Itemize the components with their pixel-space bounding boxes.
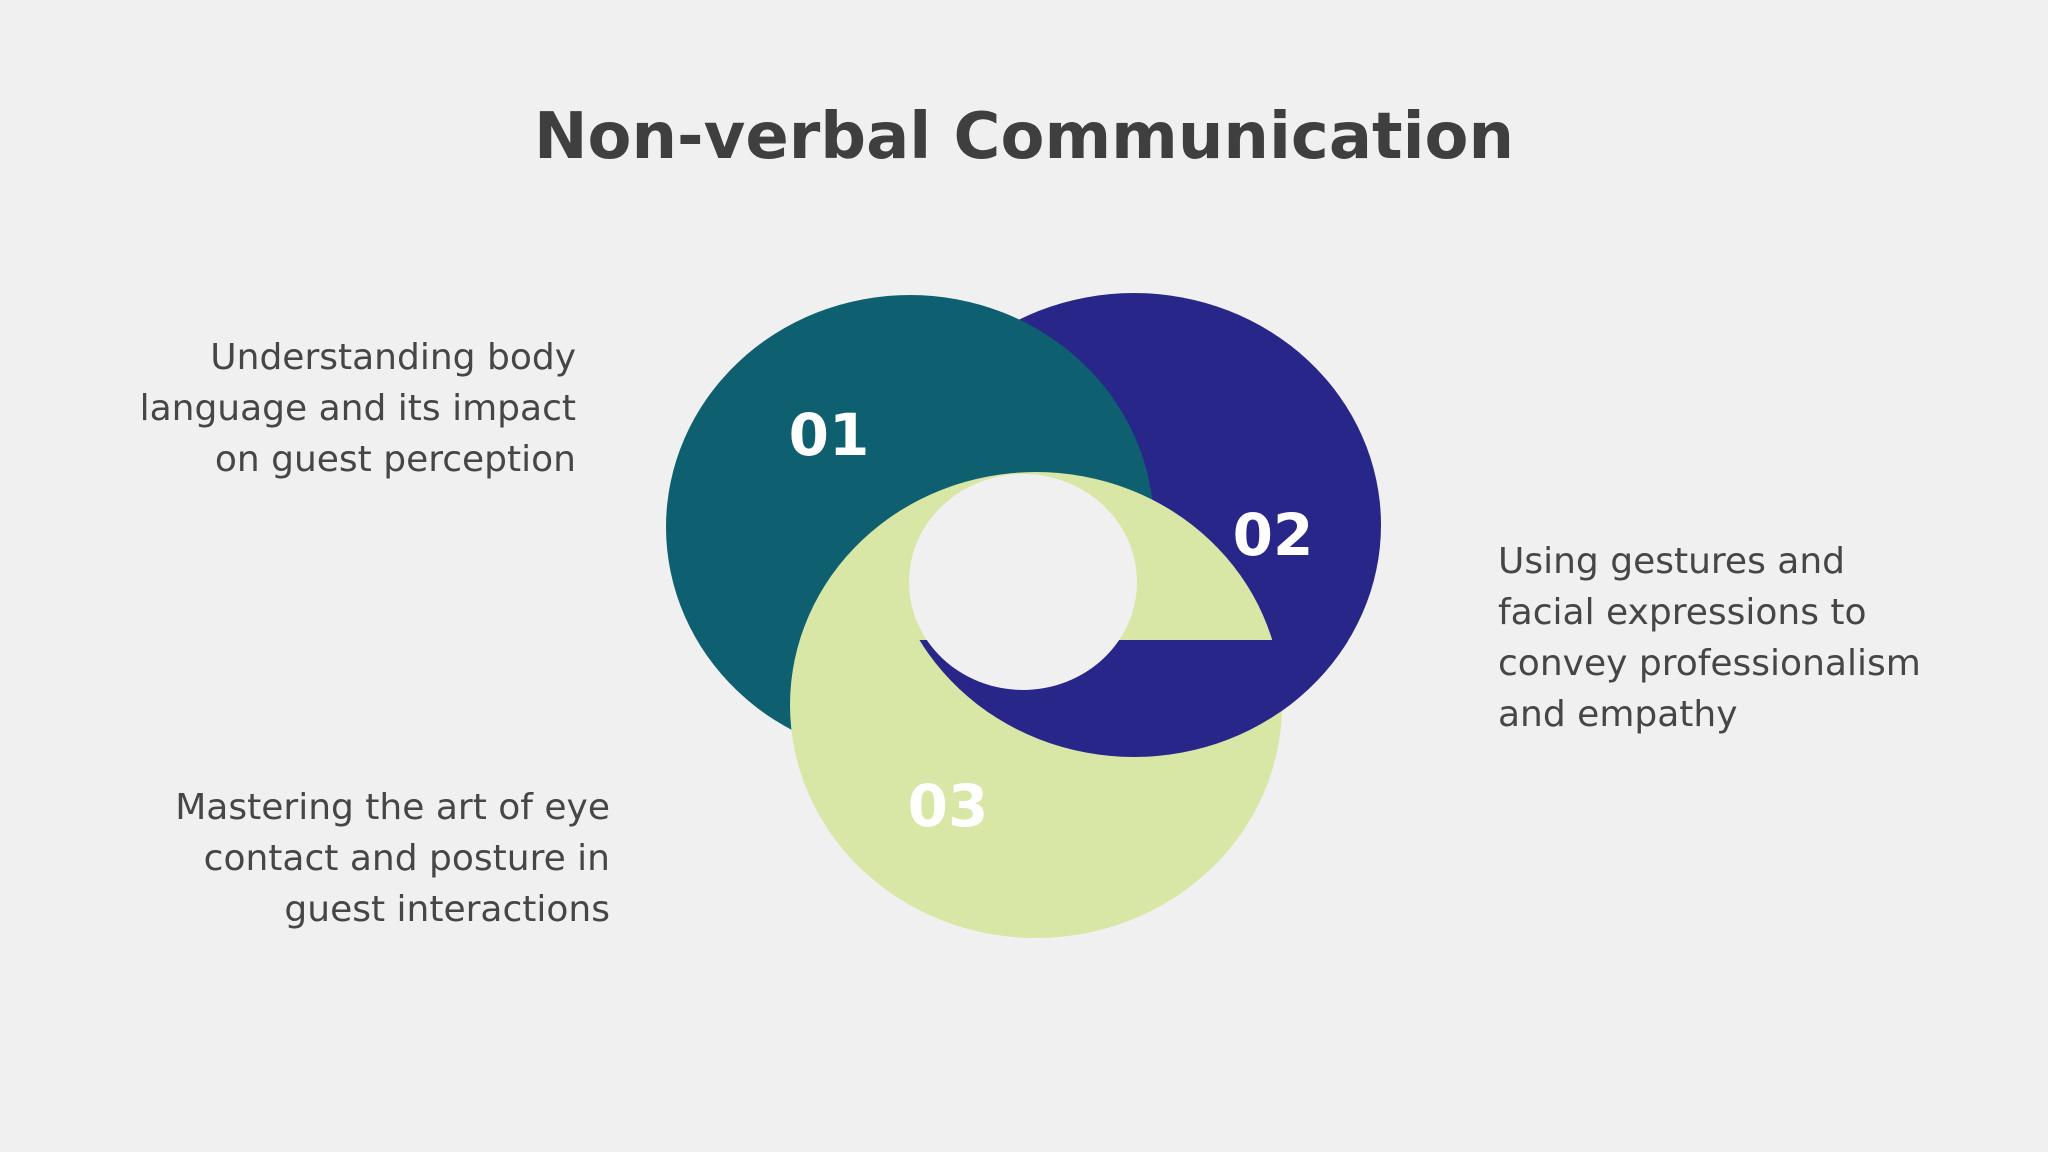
segment-02-front-shape	[919, 640, 1349, 757]
description-01-line: language and its impact	[139, 388, 576, 429]
page-title: Non-verbal Communication	[533, 100, 1515, 174]
segment-02-number: 02	[1233, 501, 1314, 569]
description-02-line: facial expressions to	[1498, 592, 1867, 633]
description-02-line: and empathy	[1498, 694, 1738, 735]
segment-01-number: 01	[789, 401, 870, 469]
description-03: Mastering the art of eye contact and pos…	[175, 782, 610, 935]
description-03-line: guest interactions	[284, 889, 610, 930]
description-03-line: Mastering the art of eye	[175, 787, 610, 828]
segment-03-number: 03	[908, 772, 989, 840]
description-03-line: contact and posture in	[203, 838, 610, 879]
description-02: Using gestures and facial expressions to…	[1498, 536, 1921, 740]
description-01-line: on guest perception	[214, 439, 576, 480]
description-01: Understanding body language and its impa…	[140, 332, 576, 485]
description-02-line: convey professionalism	[1498, 643, 1921, 684]
description-02-line: Using gestures and	[1498, 541, 1845, 582]
description-01-line: Understanding body	[210, 337, 576, 378]
